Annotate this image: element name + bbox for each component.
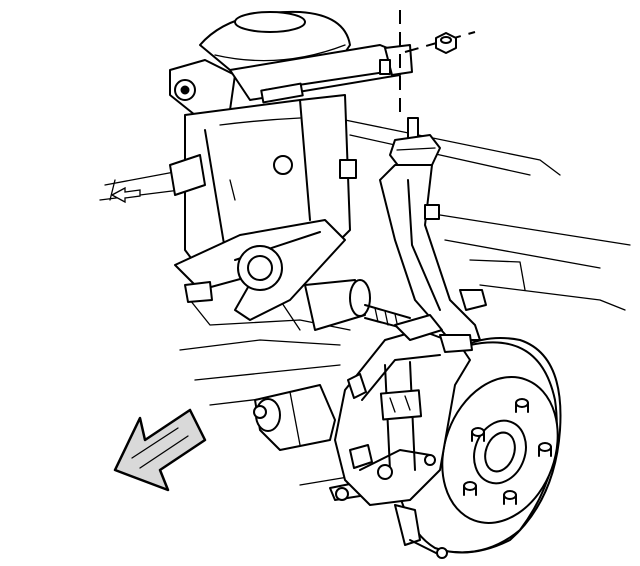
wheel-stud-5: [471, 427, 485, 442]
wheel-hub: [463, 398, 552, 505]
forward-arrow-icon: [113, 408, 207, 492]
wheel-stud-2: [538, 442, 552, 457]
wheel-stud-3: [503, 490, 517, 505]
brake-caliper: [334, 314, 473, 506]
ball-joint: [389, 117, 441, 169]
upper-control-arm: [229, 44, 413, 104]
tie-rod-end: [394, 504, 448, 559]
nut: [435, 32, 457, 54]
drive-axle: [304, 279, 411, 331]
wheel-stud-4: [463, 481, 477, 496]
assembly-centerline: [399, 10, 476, 115]
wheel-stud-1: [515, 398, 529, 413]
lower-control-arm: [174, 219, 346, 321]
small-arrow-icon: [110, 186, 141, 204]
